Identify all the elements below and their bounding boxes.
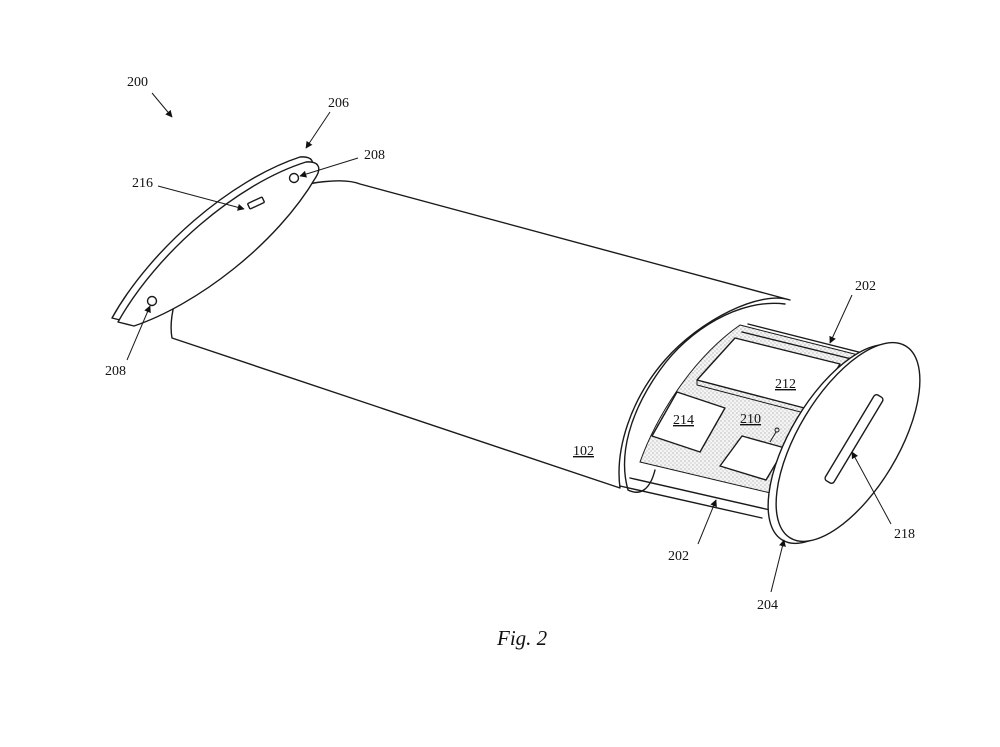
left-end-cap <box>111 156 320 327</box>
right-end-cap <box>767 341 921 545</box>
label-202-top: 202 <box>855 279 876 294</box>
leader-arrows <box>126 92 892 593</box>
label-208-bottom: 208 <box>105 364 126 379</box>
figure-caption: Fig. 2 <box>496 626 548 650</box>
label-210: 210 <box>740 412 761 427</box>
label-206: 206 <box>328 96 349 111</box>
label-216: 216 <box>132 176 153 191</box>
label-218: 218 <box>894 527 915 542</box>
label-208-top: 208 <box>364 148 385 163</box>
label-204: 204 <box>757 598 778 613</box>
label-212: 212 <box>775 377 796 392</box>
label-200: 200 <box>127 75 148 90</box>
label-102: 102 <box>573 444 594 459</box>
label-202-bottom: 202 <box>668 549 689 564</box>
label-214: 214 <box>673 413 694 428</box>
